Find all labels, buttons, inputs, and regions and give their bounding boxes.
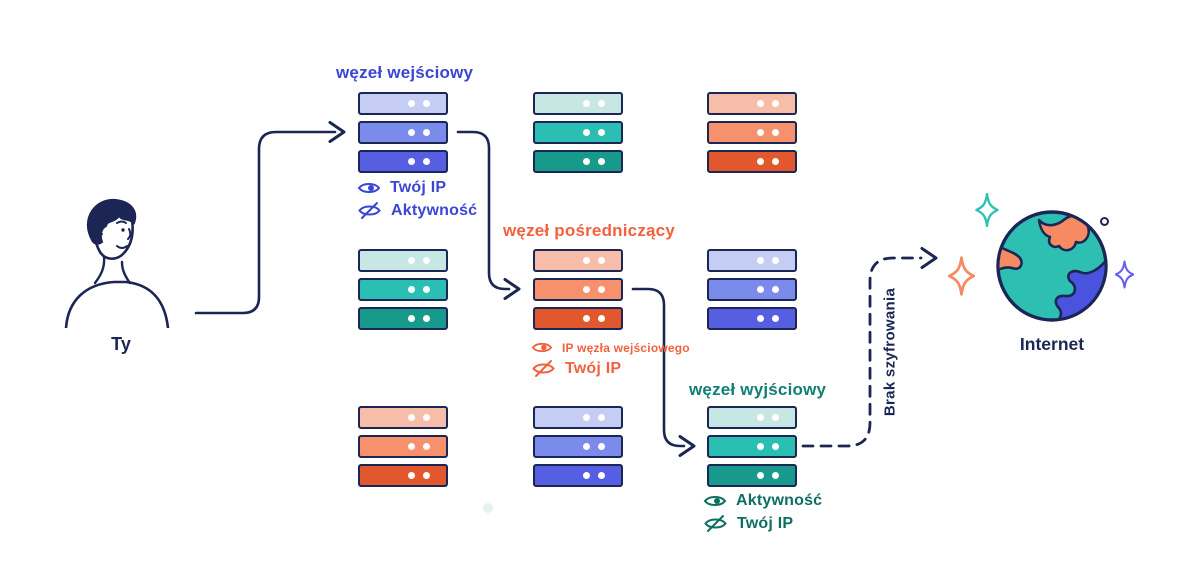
server-bar xyxy=(358,278,448,301)
annotation-row: Twój IP xyxy=(357,179,477,197)
annotation-label: Twój IP xyxy=(565,359,622,377)
server-stack-entry-node xyxy=(358,92,448,179)
server-bar xyxy=(533,307,623,330)
continent-orange-top xyxy=(1037,214,1090,252)
continent-orange-left xyxy=(999,240,1023,275)
sparkle-purple-icon xyxy=(1115,260,1134,289)
server-bar xyxy=(533,406,623,429)
server-stack xyxy=(707,92,797,179)
eye-crossed-icon xyxy=(703,514,728,533)
user-label: Ty xyxy=(111,334,131,354)
no-encryption-label: Brak szyfrowania xyxy=(881,287,899,417)
server-bar xyxy=(533,121,623,144)
arrow-exit-to-internet-dashed xyxy=(801,247,938,448)
server-stack xyxy=(358,406,448,493)
server-bar xyxy=(533,92,623,115)
sparkle-orange-icon xyxy=(948,256,975,296)
arrow-middle-to-exit xyxy=(631,287,696,457)
person-illustration xyxy=(64,198,170,328)
server-stack xyxy=(707,249,797,336)
sparkle-teal-icon xyxy=(975,193,999,227)
arrow-user-to-entry xyxy=(194,121,346,315)
server-bar xyxy=(707,150,797,173)
server-bar xyxy=(358,307,448,330)
eye-crossed-icon xyxy=(357,201,382,220)
server-bar xyxy=(358,121,448,144)
server-bar xyxy=(533,150,623,173)
entry-node-annotations: Twój IP Aktywność xyxy=(357,179,477,220)
server-bar xyxy=(358,406,448,429)
eye-icon xyxy=(531,340,553,355)
server-stack-exit-node xyxy=(707,406,797,493)
server-bar xyxy=(533,435,623,458)
eye-icon xyxy=(357,180,381,196)
server-bar xyxy=(707,278,797,301)
server-stack xyxy=(358,249,448,336)
server-bar xyxy=(707,307,797,330)
server-bar xyxy=(533,464,623,487)
eye-icon xyxy=(703,493,727,509)
annotation-label: Aktywność xyxy=(736,492,823,509)
exit-node-label: węzeł wyjściowy xyxy=(689,380,827,399)
internet-label: Internet xyxy=(1019,334,1085,354)
middle-node-label: węzeł pośredniczący xyxy=(503,221,675,240)
eye-crossed-icon xyxy=(531,359,556,378)
annotation-row: IP węzła wejściowego xyxy=(531,340,690,355)
annotation-label: Twój IP xyxy=(390,179,447,196)
entry-node-label: węzeł wejściowy xyxy=(336,63,474,82)
small-circle-decoration xyxy=(1100,217,1109,226)
server-bar xyxy=(358,464,448,487)
annotation-label: Twój IP xyxy=(737,514,794,532)
exit-node-annotations: Aktywność Twój IP xyxy=(703,492,822,533)
server-bar xyxy=(533,249,623,272)
server-bar xyxy=(707,406,797,429)
server-bar xyxy=(707,464,797,487)
middle-node-annotations: IP węzła wejściowego Twój IP xyxy=(531,340,690,378)
server-bar xyxy=(358,435,448,458)
annotation-label: IP węzła wejściowego xyxy=(562,340,690,355)
server-bar xyxy=(358,150,448,173)
annotation-label: Aktywność xyxy=(391,201,478,219)
server-bar xyxy=(707,121,797,144)
server-bar xyxy=(533,278,623,301)
server-stack xyxy=(533,406,623,493)
server-bar xyxy=(358,249,448,272)
server-stack xyxy=(533,92,623,179)
annotation-row: Twój IP xyxy=(703,514,822,533)
annotation-row: Twój IP xyxy=(531,359,690,378)
server-bar xyxy=(707,435,797,458)
server-bar xyxy=(358,92,448,115)
faint-dot-decoration xyxy=(483,503,493,513)
server-stack-middle-node xyxy=(533,249,623,336)
annotation-row: Aktywność xyxy=(703,492,822,510)
server-bar xyxy=(707,249,797,272)
globe-illustration xyxy=(996,210,1108,322)
arrow-entry-to-middle xyxy=(456,130,521,300)
annotation-row: Aktywność xyxy=(357,201,477,220)
server-bar xyxy=(707,92,797,115)
